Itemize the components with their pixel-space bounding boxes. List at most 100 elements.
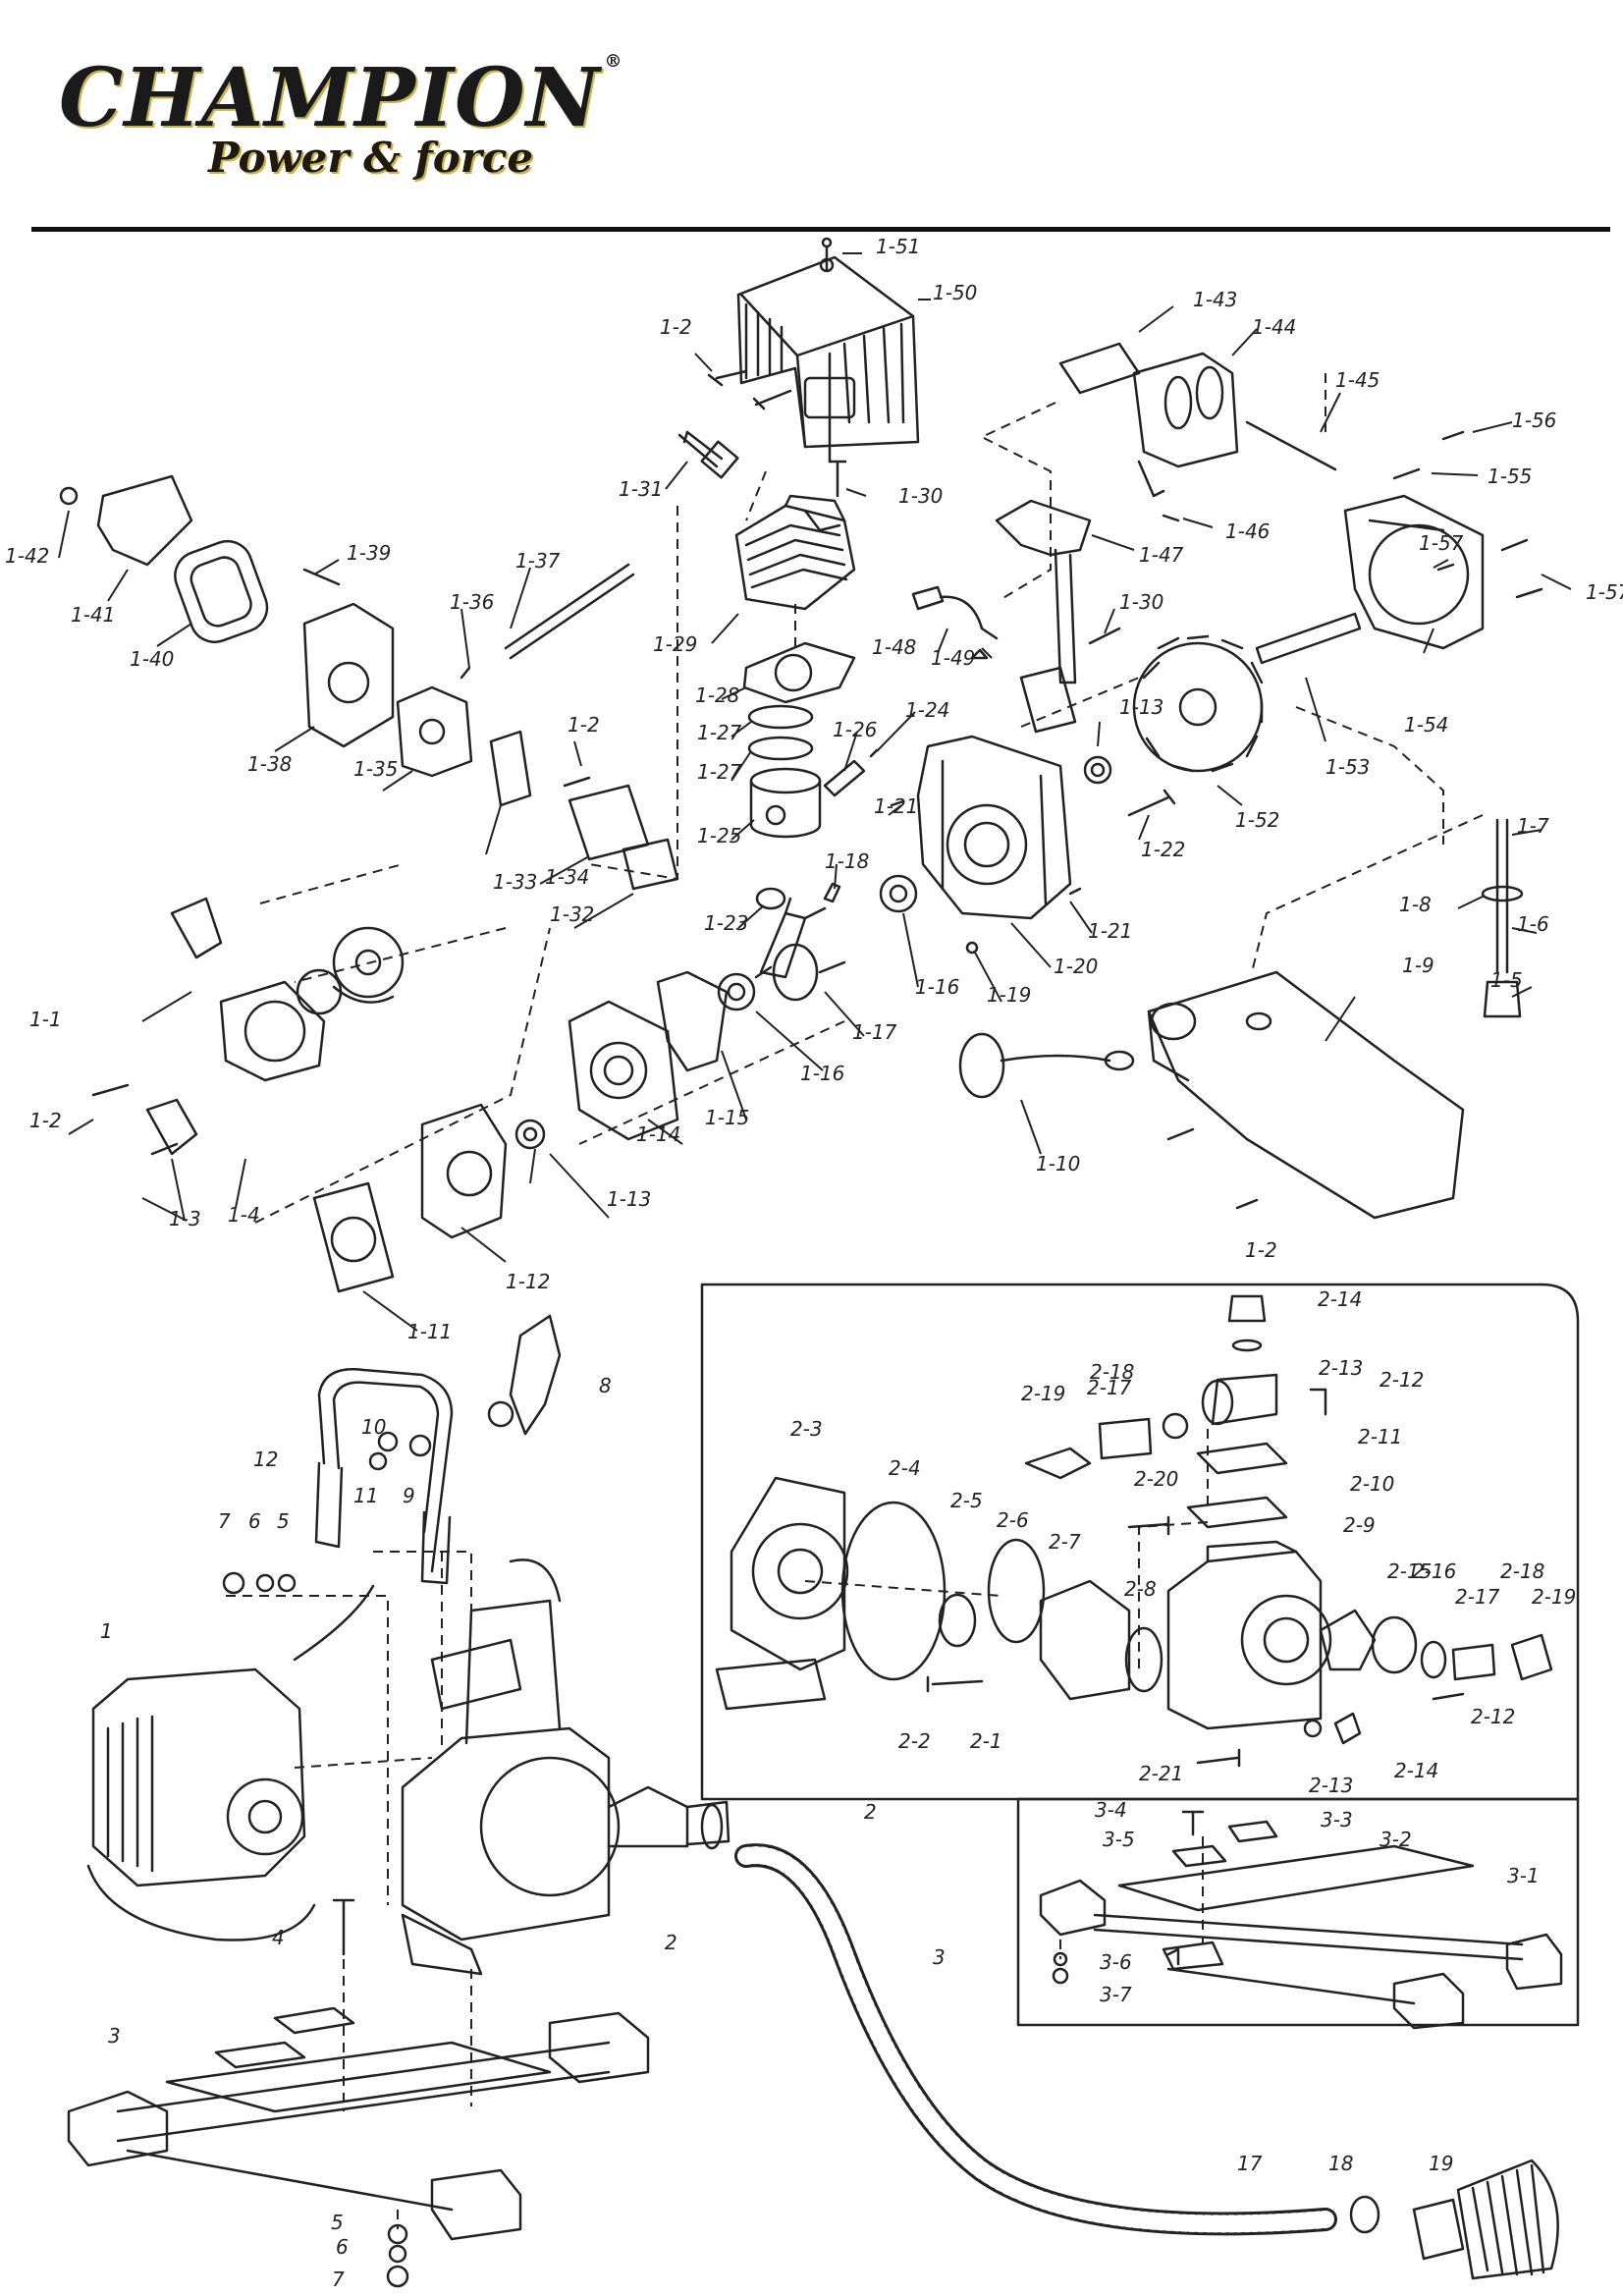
- intake-manifold: [568, 784, 650, 861]
- piston-ring-1: [747, 704, 814, 730]
- circlip-1-24: [869, 748, 879, 758]
- part-label: 1-4: [228, 1203, 260, 1227]
- o-ring-2-8: [1124, 1626, 1163, 1693]
- fuel-filter: [1483, 980, 1522, 1018]
- fuel-line: [1495, 818, 1509, 974]
- part-label: 1-16: [800, 1062, 844, 1085]
- part-label: 1-13: [607, 1187, 651, 1211]
- oil-seal-1-13: [514, 1119, 546, 1150]
- part-label: 1-2: [568, 713, 600, 737]
- crankcase-half: [568, 1000, 679, 1141]
- part-label: 3: [933, 1945, 946, 1969]
- part-label: 2-7: [1049, 1530, 1081, 1554]
- part-label: 3-1: [1507, 1864, 1540, 1887]
- union-nut-2-19b: [1510, 1633, 1553, 1681]
- piston-ring-2: [747, 736, 814, 761]
- part-label: 1-11: [407, 1320, 452, 1343]
- part-label: 1-52: [1235, 808, 1279, 832]
- air-filter-box: [302, 602, 395, 748]
- part-label: 3-5: [1103, 1828, 1135, 1851]
- mechanical-seal: [938, 1593, 977, 1648]
- pump-casing-2-9: [1166, 1540, 1332, 1730]
- part-label: 2-17: [1455, 1585, 1500, 1609]
- part-label: 1-26: [833, 718, 877, 741]
- pump-body: [401, 1558, 730, 1976]
- cylinder: [734, 494, 856, 611]
- washer-10: [377, 1431, 399, 1452]
- part-label: 1-9: [1402, 954, 1434, 977]
- part-label: 2: [665, 1931, 677, 1954]
- part-label: 1-18: [825, 849, 869, 873]
- fuel-cap: [958, 1032, 1135, 1099]
- cylinder-gasket: [742, 641, 856, 704]
- part-label: 19: [1429, 2152, 1453, 2175]
- flange-2-15: [1319, 1609, 1377, 1671]
- part-label: 5: [277, 1509, 290, 1533]
- ignition-wire: [939, 595, 999, 640]
- part-label: 1-10: [1036, 1152, 1080, 1175]
- fuel-grommet: [1481, 885, 1524, 902]
- part-label: 1-3: [169, 1207, 201, 1230]
- bearing-1-16b: [717, 972, 756, 1011]
- starter-pawl-1-4: [145, 1098, 198, 1156]
- muffler-bolt-1-45: [1245, 420, 1337, 471]
- insulator-gasket: [489, 730, 532, 807]
- hose-nipple-2-18b: [1451, 1643, 1496, 1681]
- muffler: [1132, 352, 1239, 498]
- part-label: 1-42: [5, 544, 49, 568]
- part-label: 1-48: [872, 635, 916, 659]
- part-label: 1-12: [506, 1270, 550, 1293]
- part-label: 1-57: [1586, 580, 1623, 604]
- fuel-tank: [1147, 970, 1465, 1220]
- starter-shaft: [1255, 612, 1362, 665]
- part-label: 1-2: [29, 1109, 62, 1132]
- part-label: 1-39: [347, 541, 391, 565]
- part-label: 1-1: [29, 1008, 62, 1031]
- part-label: 1-2: [1245, 1238, 1277, 1262]
- frame-assembly-3: [1039, 1844, 1563, 2030]
- part-label: 1-53: [1325, 755, 1370, 779]
- terminal-1-49: [970, 648, 989, 660]
- bolt-3-4: [1181, 1810, 1205, 1836]
- part-label: 7: [332, 2268, 345, 2291]
- handle: [317, 1368, 454, 1573]
- header-rule: [31, 227, 1610, 232]
- nut-7: [222, 1571, 245, 1595]
- part-label: 2-8: [1124, 1577, 1157, 1601]
- part-label: 2-19: [1021, 1382, 1065, 1405]
- part-label: 1-6: [1517, 912, 1549, 936]
- part-label: 11: [353, 1484, 378, 1507]
- part-label: 1-7: [1517, 814, 1549, 838]
- part-label: 1-27: [697, 721, 742, 744]
- part-label: 10: [361, 1415, 386, 1439]
- part-label: 2-13: [1309, 1774, 1353, 1797]
- carburetor: [396, 685, 473, 778]
- part-label: 1-32: [550, 902, 594, 926]
- part-label: 1-24: [905, 698, 949, 722]
- part-label: 1: [100, 1619, 113, 1643]
- part-label: 1-8: [1399, 893, 1432, 916]
- part-label: 2-6: [997, 1508, 1029, 1532]
- piston: [749, 767, 822, 839]
- part-label: 3-4: [1095, 1798, 1127, 1822]
- part-label: 2-20: [1134, 1467, 1178, 1491]
- outlet-clamp: [700, 1803, 724, 1850]
- throttle-lever: [509, 1314, 562, 1436]
- screws-1-57: [1436, 538, 1543, 599]
- part-label: 12: [253, 1448, 278, 1471]
- part-label: 1-54: [1404, 713, 1448, 737]
- part-label: 1-29: [653, 632, 697, 656]
- air-filter-cover: [96, 474, 193, 567]
- clutch-cover: [420, 1103, 508, 1239]
- part-label: 1-30: [1119, 590, 1163, 614]
- part-label: 1-38: [247, 752, 292, 776]
- part-label: 2-2: [898, 1729, 931, 1753]
- drain-plug-2-14b: [1333, 1712, 1362, 1745]
- engine-cover: [707, 237, 920, 464]
- part-label: 9: [403, 1484, 415, 1507]
- part-label: 1-33: [493, 870, 537, 894]
- throttle-cable-1-37: [504, 563, 635, 660]
- crankcase-gasket: [656, 970, 729, 1072]
- pin-1-21: [890, 799, 905, 807]
